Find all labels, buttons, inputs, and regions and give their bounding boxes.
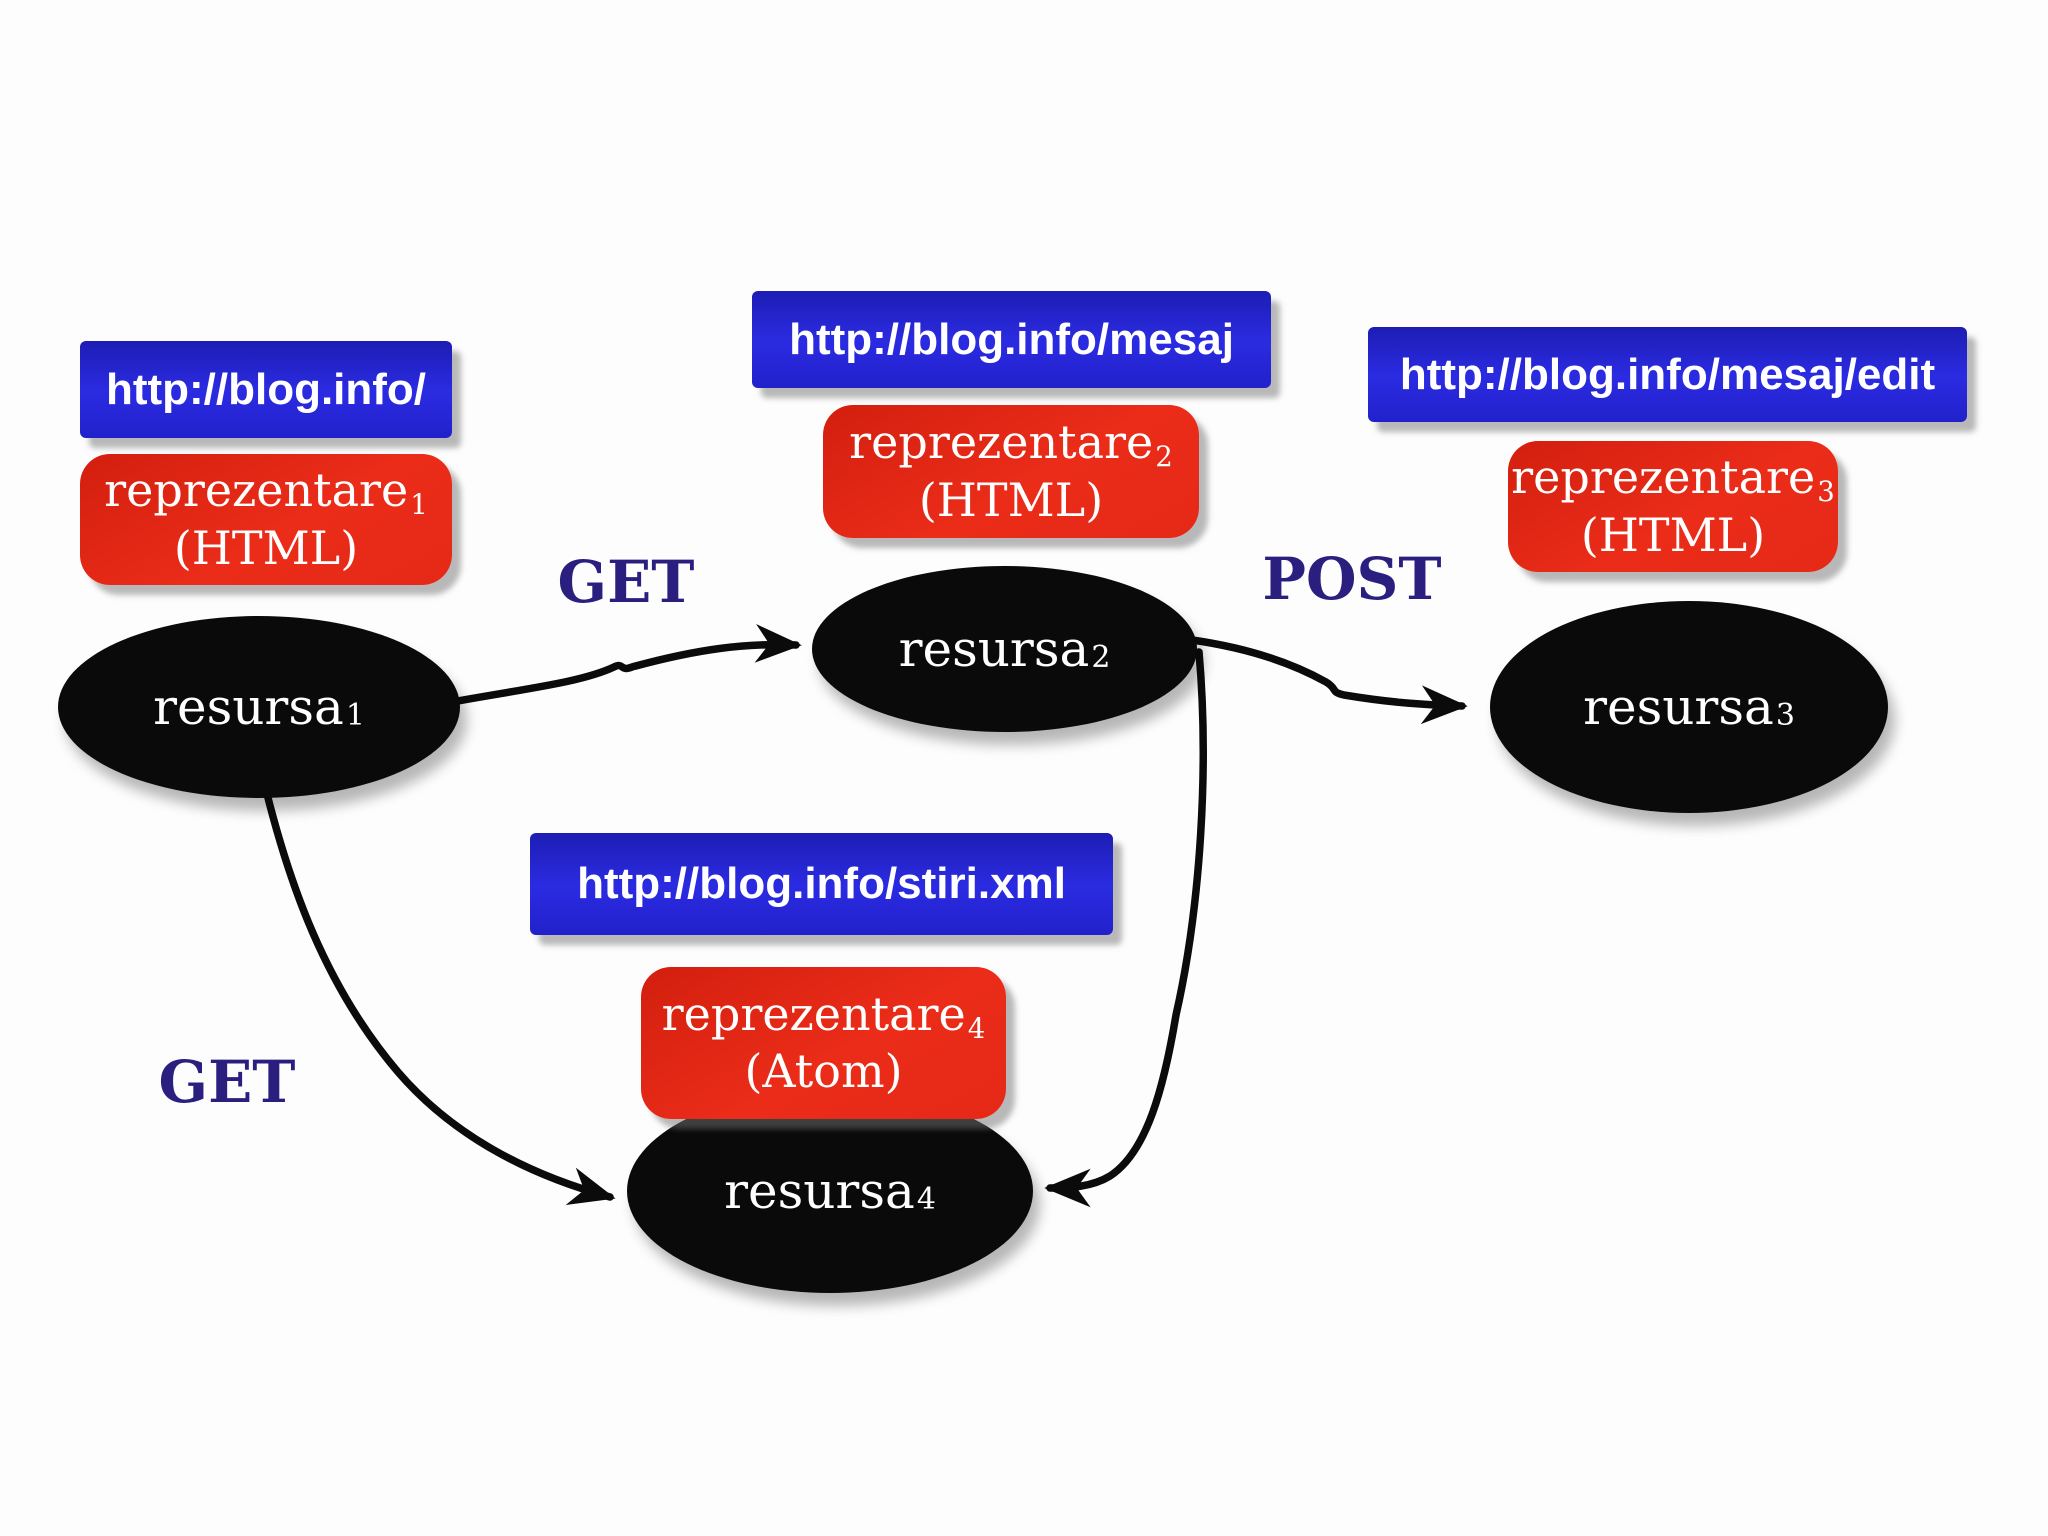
- edge-resursa1-to-resursa2: [448, 624, 802, 706]
- url-box-blog-root: http://blog.info/: [80, 341, 452, 438]
- representation-label: reprezentare4: [661, 986, 986, 1045]
- representation-label: reprezentare2: [849, 415, 1173, 474]
- edge-resursa1-to-resursa4: [262, 786, 616, 1206]
- edge-label-post: POST: [1262, 545, 1442, 613]
- representation-format: (HTML): [173, 520, 359, 575]
- representation-4-box: reprezentare4 (Atom): [641, 967, 1006, 1119]
- representation-label: reprezentare1: [104, 463, 428, 522]
- url-text: http://blog.info/: [105, 364, 427, 414]
- url-text: http://blog.info/stiri.xml: [577, 859, 1066, 908]
- url-text: http://blog.info/mesaj: [789, 314, 1234, 364]
- representation-label: reprezentare3: [1511, 450, 1835, 509]
- representation-format: (HTML): [918, 472, 1104, 527]
- edge-label-get-bottom: GET: [158, 1048, 296, 1116]
- edge-resursa2-to-resursa4: [1044, 648, 1207, 1208]
- edge-label-get-top: GET: [557, 548, 695, 616]
- representation-format: (HTML): [1580, 507, 1766, 562]
- url-text: http://blog.info/mesaj/edit: [1399, 349, 1936, 399]
- representation-1-box: reprezentare1 (HTML): [80, 454, 452, 585]
- url-box-blog-mesaj: http://blog.info/mesaj: [752, 291, 1271, 388]
- representation-3-box: reprezentare3 (HTML): [1508, 441, 1838, 572]
- representation-2-box: reprezentare2 (HTML): [823, 405, 1199, 538]
- url-box-blog-stiri-xml: http://blog.info/stiri.xml: [530, 833, 1113, 935]
- url-box-blog-mesaj-edit: http://blog.info/mesaj/edit: [1368, 327, 1967, 422]
- edge-resursa2-to-resursa3: [1188, 636, 1468, 725]
- representation-format: (Atom): [744, 1044, 903, 1098]
